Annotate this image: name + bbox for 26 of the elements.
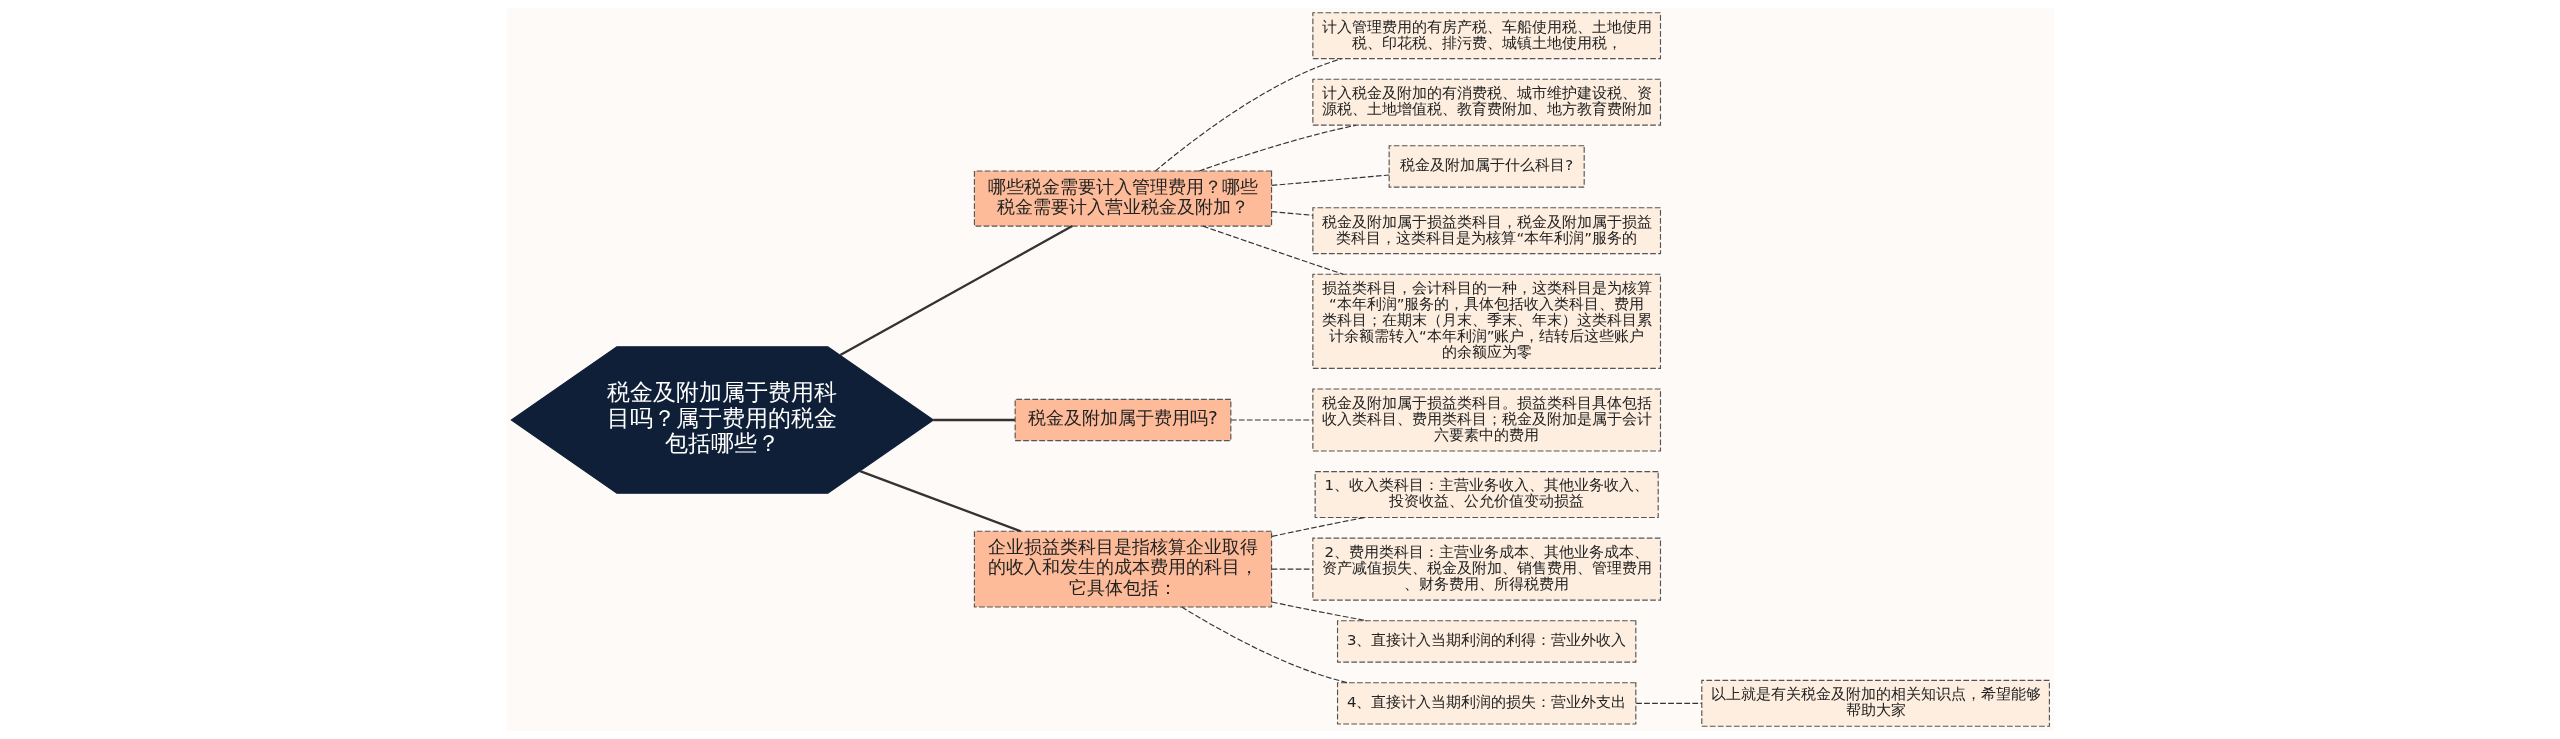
node-box: 2、费用类科目：主营业务成本、其他业务成本、资产减值损失、税金及附加、销售费用、管理费用、财务费用、所得税费用 [1311,537,1661,601]
node-box: 计入管理费用的有房产税、车船使用税、土地使用税、印花税、排污费、城镇土地使用税， [1311,12,1661,60]
connector [839,225,1073,357]
connector [1230,419,1313,421]
node-box: 税金及附加属于损益类科目，税金及附加属于损益类科目，这类科目是为核算“本年利润”服务的 [1311,207,1661,255]
connector [1198,124,1356,172]
node-box: 损益类科目，会计科目的一种，这类科目是为核算“本年利润”服务的，具体包括收入类科目、费用类科目；在期末（月末、季末、年末）这类科目累计余额需转入“本年利润”账户，结转后这些账户的余额应为零 [1311,273,1661,369]
node-box: 3、直接计入当期利润的利得：营业外收入 [1336,620,1636,663]
node-box: 哪些税金需要计入管理费用？哪些税金需要计入营业税金及附加？ [973,170,1272,227]
node-box: 以上就是有关税金及附加的相关知识点，希望能够帮助大家 [1700,679,2050,727]
connector [932,418,1015,422]
node-box: 税金及附加属于损益类科目。损益类科目具体包括收入类科目、费用类科目；税金及附加是属于会计六要素中的费用 [1311,388,1661,452]
connector [1201,225,1344,275]
node-box: 税金及附加属于费用吗? [1014,398,1231,442]
connector [859,470,1021,533]
node-box: 计入税金及附加的有消费税、城市维护建设税、资源税、土地增值税、教育费附加、地方教育费附加 [1311,78,1661,126]
node-box: 1、收入类科目：主营业务收入、其他业务收入、投资收益、公允价值变动损益 [1314,471,1659,519]
node-box: 企业损益类科目是指核算企业取得的收入和发生的成本费用的科目，它具体包括： [973,530,1272,608]
connector [1270,174,1390,186]
connector [1270,211,1313,216]
connector [1270,601,1368,622]
node-box: 4、直接计入当期利润的损失：营业外支出 [1336,682,1636,725]
connector [1635,702,1702,704]
node-box: 税金及附加属于什么科目? [1388,145,1585,188]
connector [1180,606,1347,684]
connector [1270,568,1313,570]
